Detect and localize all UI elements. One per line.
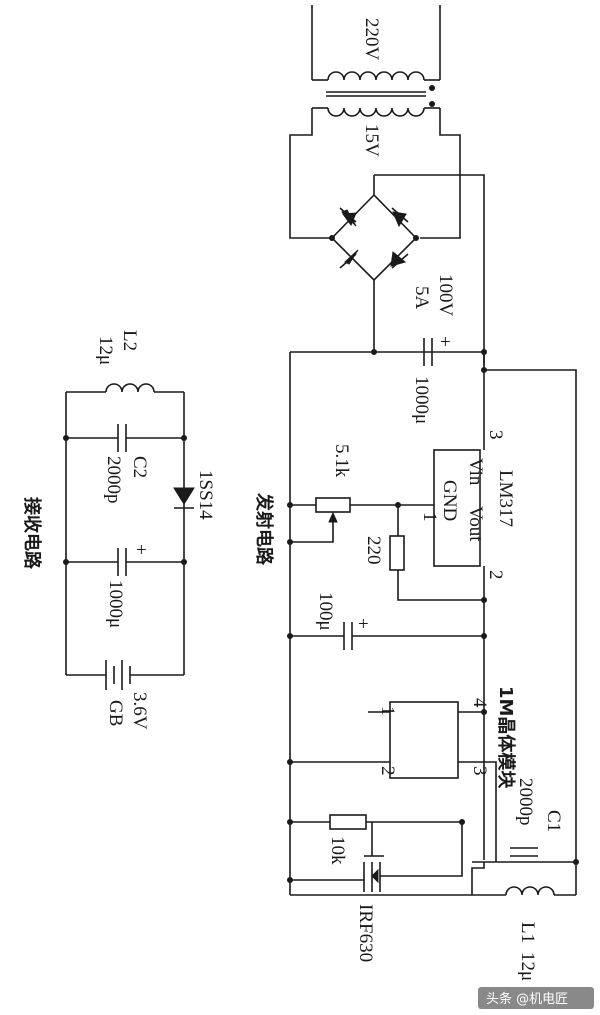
battery-ref: GB (105, 700, 126, 726)
secondary-voltage-label: 15V (361, 124, 382, 157)
transmitter-title: 发射电路 (253, 492, 275, 566)
crystal-pin1: 1 (377, 706, 398, 716)
pot-label: 5.1k (331, 444, 352, 478)
c1-value: 2000p (515, 778, 536, 826)
potentiometer-5k1 (315, 497, 351, 513)
battery-value: 3.6V (129, 692, 150, 730)
watermark-background (478, 987, 594, 1009)
lm317-regulator (433, 449, 481, 567)
receiver-title: 接收电路 (21, 497, 43, 570)
cap-100u-label: 100μ (315, 592, 336, 631)
c1-ref: C1 (543, 810, 564, 832)
transformer (311, 5, 441, 117)
inductor-l2 (105, 383, 155, 393)
rx-cap-plus: + (136, 540, 147, 561)
lm317-pin2: 2 (485, 570, 506, 580)
crystal-label: 1M晶体模块 (495, 686, 517, 789)
resistor-10k (329, 814, 367, 830)
watermark-text: 头条 @机电匠 (486, 991, 568, 1007)
lm317-pin3: 3 (485, 430, 506, 440)
diode-bridge (329, 193, 419, 282)
crystal-pin2: 2 (377, 766, 398, 776)
filter-cap-plus: + (440, 332, 451, 353)
l1-ref: L1 (517, 922, 538, 943)
filter-cap-label: 1000μ (411, 376, 432, 424)
diode-1ss14 (173, 487, 195, 505)
lm317-gnd: GND (439, 480, 460, 521)
c2-ref: C2 (129, 456, 150, 478)
lm317-label: LM317 (495, 470, 516, 527)
rx-cap-label: 1000μ (105, 580, 126, 628)
cap-100u-plus: + (358, 614, 369, 635)
l2-ref: L2 (119, 330, 140, 351)
inductor-l1 (505, 886, 555, 896)
resistor-220-label: 220 (363, 536, 384, 565)
crystal-pin3: 3 (469, 766, 490, 776)
irf630-mosfet (290, 822, 463, 892)
resistor-220 (389, 535, 405, 571)
lm317-pin1: 1 (419, 512, 440, 522)
lm317-vin: Vin (465, 458, 486, 486)
crystal-module (389, 701, 459, 779)
filter-capacitor (423, 338, 433, 366)
crystal-pin4: 4 (469, 698, 490, 708)
lm317-vout: Vout (465, 506, 486, 542)
l2-value: 12μ (95, 336, 116, 365)
primary-voltage-label: 220V (361, 18, 382, 61)
bridge-voltage-label: 100V (435, 274, 456, 317)
mosfet-label: IRF630 (355, 904, 376, 962)
resistor-10k-label: 10k (327, 836, 348, 865)
bridge-current-label: 5A (411, 286, 432, 310)
c2-value: 2000p (103, 456, 124, 504)
l1-value: 12μ (517, 952, 538, 981)
battery-gb (105, 660, 131, 690)
diode-label: 1SS14 (195, 470, 216, 520)
